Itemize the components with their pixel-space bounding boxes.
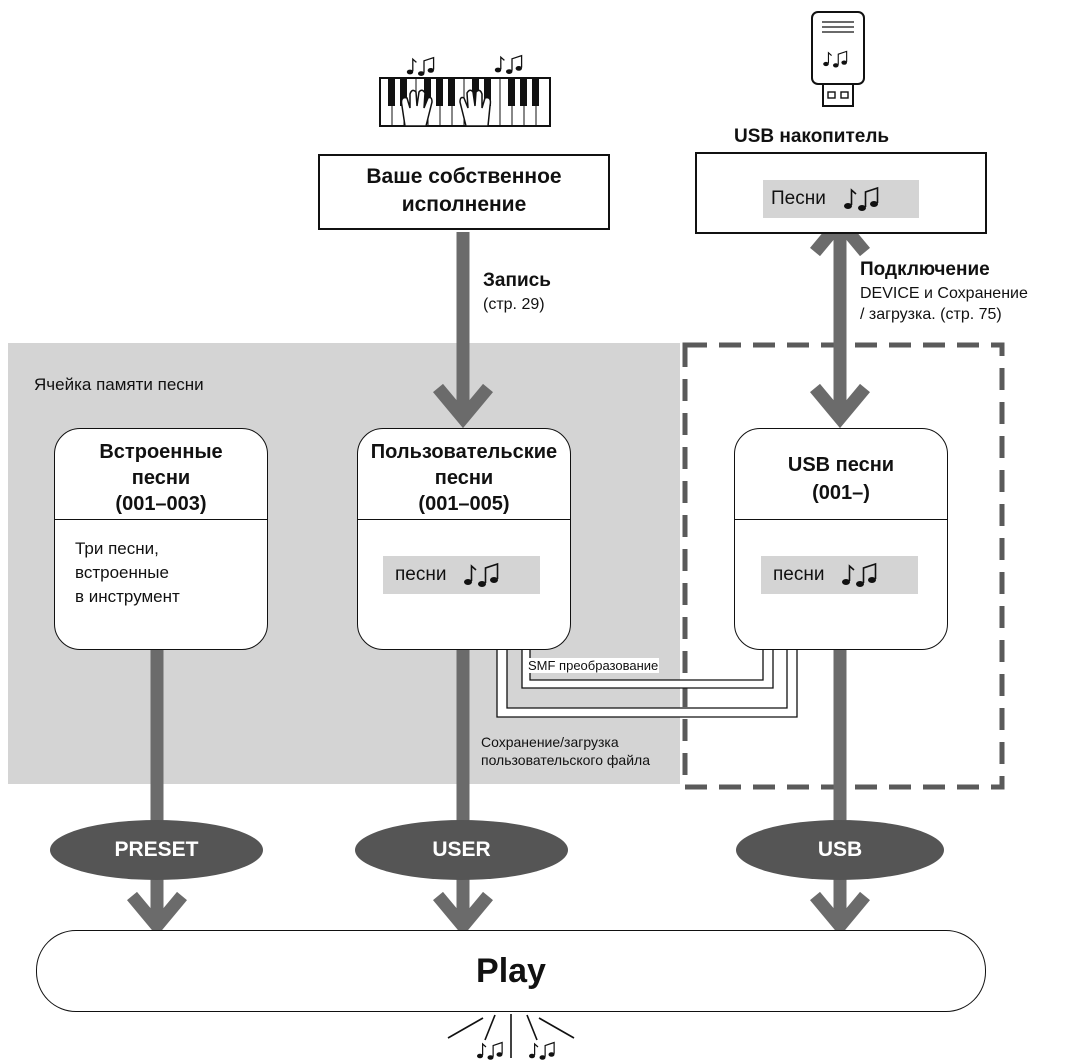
usb-drive-label: USB накопитель: [734, 126, 890, 147]
preset-output-arrow: [127, 648, 187, 937]
own-performance-line2: исполнение: [401, 193, 527, 216]
user-button-label: USER: [432, 838, 491, 861]
preset-box-line3: (001–003): [115, 493, 207, 515]
own-performance-box: Ваше собственное исполнение: [318, 154, 610, 230]
usb-box-line2: (001–): [812, 482, 870, 504]
music-note-icon: [843, 187, 879, 212]
record-arrow: [433, 232, 493, 429]
preset-box-line2: песни: [131, 467, 191, 489]
usb-drive-box: [695, 152, 987, 234]
save-load-label-line2: пользовательского файла: [481, 752, 650, 768]
preset-box-line1: Встроенные: [99, 441, 223, 463]
preset-songs-box: Встроенные песни (001–003) Три песни, вс…: [54, 428, 268, 650]
preset-button[interactable]: PRESET: [50, 820, 263, 880]
preset-button-label: PRESET: [114, 838, 199, 861]
user-box-line1: Пользовательские: [370, 441, 558, 463]
user-button[interactable]: USER: [355, 820, 568, 880]
keyboard-hands-icon: [379, 54, 551, 127]
user-songs-label: песни: [383, 556, 540, 594]
preset-box-desc1: Три песни,: [75, 539, 159, 558]
usb-box-divider: [735, 519, 947, 520]
play-label: Play: [476, 952, 546, 990]
record-title: Запись: [483, 270, 551, 291]
own-performance-line1: Ваше собственное: [366, 165, 562, 188]
preset-box-divider: [55, 519, 267, 520]
smf-conversion-label: SMF преобразование: [527, 658, 660, 673]
connect-line2: / загрузка. (стр. 75): [860, 306, 1002, 323]
user-songs-text: песни: [395, 564, 447, 585]
connect-title: Подключение: [860, 259, 990, 280]
user-box-divider: [358, 519, 570, 520]
connect-arrow: [810, 211, 870, 429]
user-songs-box: Пользовательские песни (001–005): [357, 428, 571, 650]
preset-box-desc2: встроенные: [75, 563, 169, 582]
music-note-icon: [463, 563, 500, 588]
usb-stick-icon: [811, 11, 865, 107]
usb-box-line1: USB песни: [787, 454, 895, 476]
usb-drive-songs-text: Песни: [771, 188, 826, 209]
usb-songs-text: песни: [773, 564, 825, 585]
usb-songs-label: песни: [761, 556, 918, 594]
connect-line1: DEVICE и Сохранение: [860, 285, 1028, 302]
music-notes-icon: [447, 1014, 575, 1058]
play-notes-right: [528, 1041, 556, 1061]
usb-button-label: USB: [817, 838, 863, 861]
usb-drive-songs-label: Песни: [763, 180, 919, 218]
user-box-line2: песни: [434, 467, 494, 489]
music-note-icon: [841, 563, 878, 588]
preset-box-desc3: в инструмент: [75, 587, 180, 606]
play-notes-left: [476, 1041, 504, 1061]
memory-area-label: Ячейка памяти песни: [34, 375, 204, 394]
play-bar: Play: [36, 930, 986, 1012]
usb-button[interactable]: USB: [736, 820, 944, 880]
usb-songs-box: USB песни (001–): [734, 428, 948, 650]
user-box-line3: (001–005): [418, 493, 510, 515]
record-ref: (стр. 29): [483, 296, 545, 313]
user-output-arrow: [433, 625, 493, 937]
save-load-label-line1: Сохранение/загрузка: [481, 734, 619, 750]
usb-area-dashed-frame: [682, 342, 1005, 790]
